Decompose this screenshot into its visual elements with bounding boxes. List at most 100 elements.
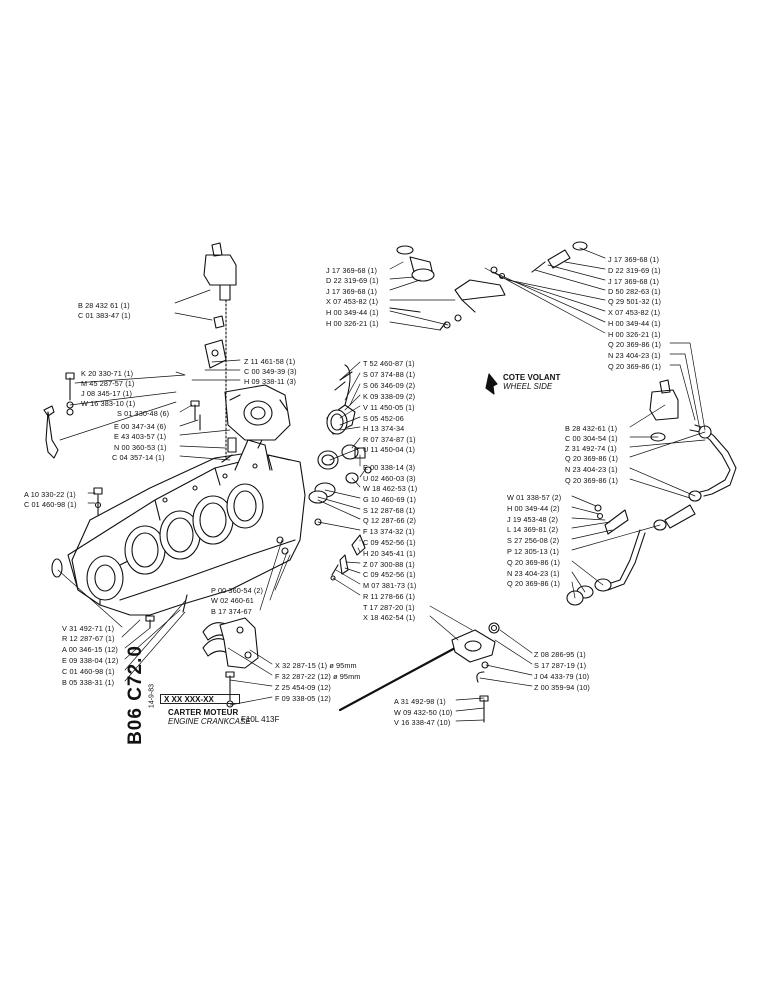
part-label: Z 11 461-58 (1) [244,357,296,366]
part-label: N 23 404-23 (1) [608,351,661,360]
part-label: D 50 282-63 (1) [608,287,661,296]
part-label: H 09 338-11 (3) [244,377,297,386]
part-label: J 17 369-68 (1) [326,287,377,296]
breather-hose-assembly [389,241,588,331]
part-label: U 02 460-03 (3) [363,474,416,483]
part-label: R 07 374-87 (1) [363,435,416,444]
part-label: S 06 346-09 (2) [363,381,416,390]
part-label: J 17 369-68 (1) [326,266,377,275]
part-label: D 22 319-69 (1) [326,276,379,285]
part-label: A 31 492-98 (1) [394,697,446,706]
part-label: N 23 404-23 (1) [507,569,560,578]
part-label: K 09 338-09 (2) [363,392,416,401]
part-label: Q 20 369-86 (1) [565,476,619,485]
part-label: A 00 346-15 (12) [62,645,118,654]
part-label: Q 20 369-86 (1) [507,579,561,588]
crankcase-block [67,437,306,616]
part-label: Z 08 286-95 (1) [534,650,586,659]
part-label: S 07 374-88 (1) [363,370,416,379]
part-label: D 22 319-69 (1) [608,266,661,275]
part-label: C 00 349-39 (3) [244,367,297,376]
part-label: H 13 374-34 [363,424,405,433]
part-label: M 07 381-73 (1) [363,581,417,590]
part-label: R 12 287-67 (1) [62,634,115,643]
part-label: E 00 338-14 (3) [363,463,416,472]
part-label: H 00 326-21 (1) [608,330,661,339]
drawing-code: B06 C72.0 [125,645,146,745]
part-label: H 20 345-41 (1) [363,549,416,558]
bearing-caps [202,617,259,708]
part-label: V 11 450-05 (1) [363,403,415,412]
part-label: S 05 452-06 [363,414,404,423]
part-label: U 11 450-04 (1) [363,445,416,454]
part-label: X 32 287-15 (1) ø 95mm [275,661,357,670]
part-label: Q 12 287-66 (2) [363,516,417,525]
part-label: C 09 452-56 (1) [363,570,416,579]
part-label: S 17 287-19 (1) [534,661,587,670]
part-label: N 23 404-23 (1) [565,465,618,474]
part-label: S 12 287-68 (1) [363,506,416,515]
part-label: C 00 304-54 (1) [565,434,618,443]
title-english: ENGINE CRANKCASE [168,717,251,726]
part-label: Q 20 369-86 (1) [565,454,619,463]
part-label: E 43 403-57 (1) [114,432,167,441]
part-label: L 14 369-81 (2) [507,525,559,534]
part-label: M 45 287-57 (1) [81,379,135,388]
part-label: V 16 338-47 (10) [394,718,451,727]
part-label: Q 20 369-86 (1) [608,340,662,349]
part-label: P 00 360-54 (2) [211,586,264,595]
part-label: A 10 330-22 (1) [24,490,76,499]
part-label: X 18 462-54 (1) [363,613,416,622]
part-label: Z 31 492-74 (1) [565,444,617,453]
part-label: H 00 349-44 (2) [507,504,560,513]
part-label: Q 20 369-86 (1) [608,362,662,371]
part-label: W 18 462-53 (1) [363,484,418,493]
part-label: S 01 330-48 (6) [117,409,170,418]
part-label: E 00 347-34 (6) [114,422,167,431]
oil-pickup-assembly [338,622,500,723]
part-label: J 08 345-17 (1) [81,389,132,398]
part-label: C 09 452-56 (1) [363,538,416,547]
part-label: C 01 460-98 (1) [62,667,115,676]
part-label: Z 00 359-94 (10) [534,683,590,692]
part-label: Z 07 300-88 (1) [363,560,415,569]
wheel-side-arrow [485,373,498,395]
part-label: B 05 338-31 (1) [62,678,115,687]
engine-model: F10L 413F [241,715,280,724]
cote-volant-note: COTE VOLANT [503,373,561,382]
part-label: Z 25 454-09 (12) [275,683,331,692]
part-label: P 12 305-13 (1) [507,547,560,556]
part-label: E 09 338-04 (12) [62,656,119,665]
part-label: C 01 460-98 (1) [24,500,77,509]
part-label: T 17 287-20 (1) [363,603,415,612]
part-label: J 19 453-48 (2) [507,515,558,524]
bolts-left [43,372,289,629]
part-label: Q 29 501-32 (1) [608,297,662,306]
part-label: C 01 383-47 (1) [78,311,131,320]
part-label: S 27 256-08 (2) [507,536,560,545]
part-label: W 01 338-57 (2) [507,493,562,502]
part-label: J 17 369-68 (1) [608,277,659,286]
part-label: H 00 349-44 (1) [326,308,379,317]
part-label: C 04 357-14 (1) [112,453,165,462]
part-label: Q 20 369-86 (1) [507,558,561,567]
part-label: F 09 338-05 (12) [275,694,331,703]
part-label: F 32 287-22 (12) ø 95mm [275,672,361,681]
wheel-side-note: WHEEL SIDE [503,382,553,391]
part-label: R 11 278-66 (1) [363,592,416,601]
leader-lines [57,247,706,722]
part-label: X 07 453-82 (1) [326,297,379,306]
cover-housing [204,339,291,441]
part-label: K 20 330-71 (1) [81,369,134,378]
part-label: B 28 432-61 (1) [565,424,618,433]
part-label: B 28 432 61 (1) [78,301,130,310]
part-label: J 17 369-68 (1) [608,255,659,264]
fitting-stack [308,364,372,581]
part-label: B 17 374-67 [211,607,252,616]
part-label: V 31 492-71 (1) [62,624,115,633]
part-label: W 09 432-50 (10) [394,708,453,717]
part-label: N 00 360-53 (1) [114,443,167,452]
part-reference-box: X XX XXX-XX [160,694,240,704]
